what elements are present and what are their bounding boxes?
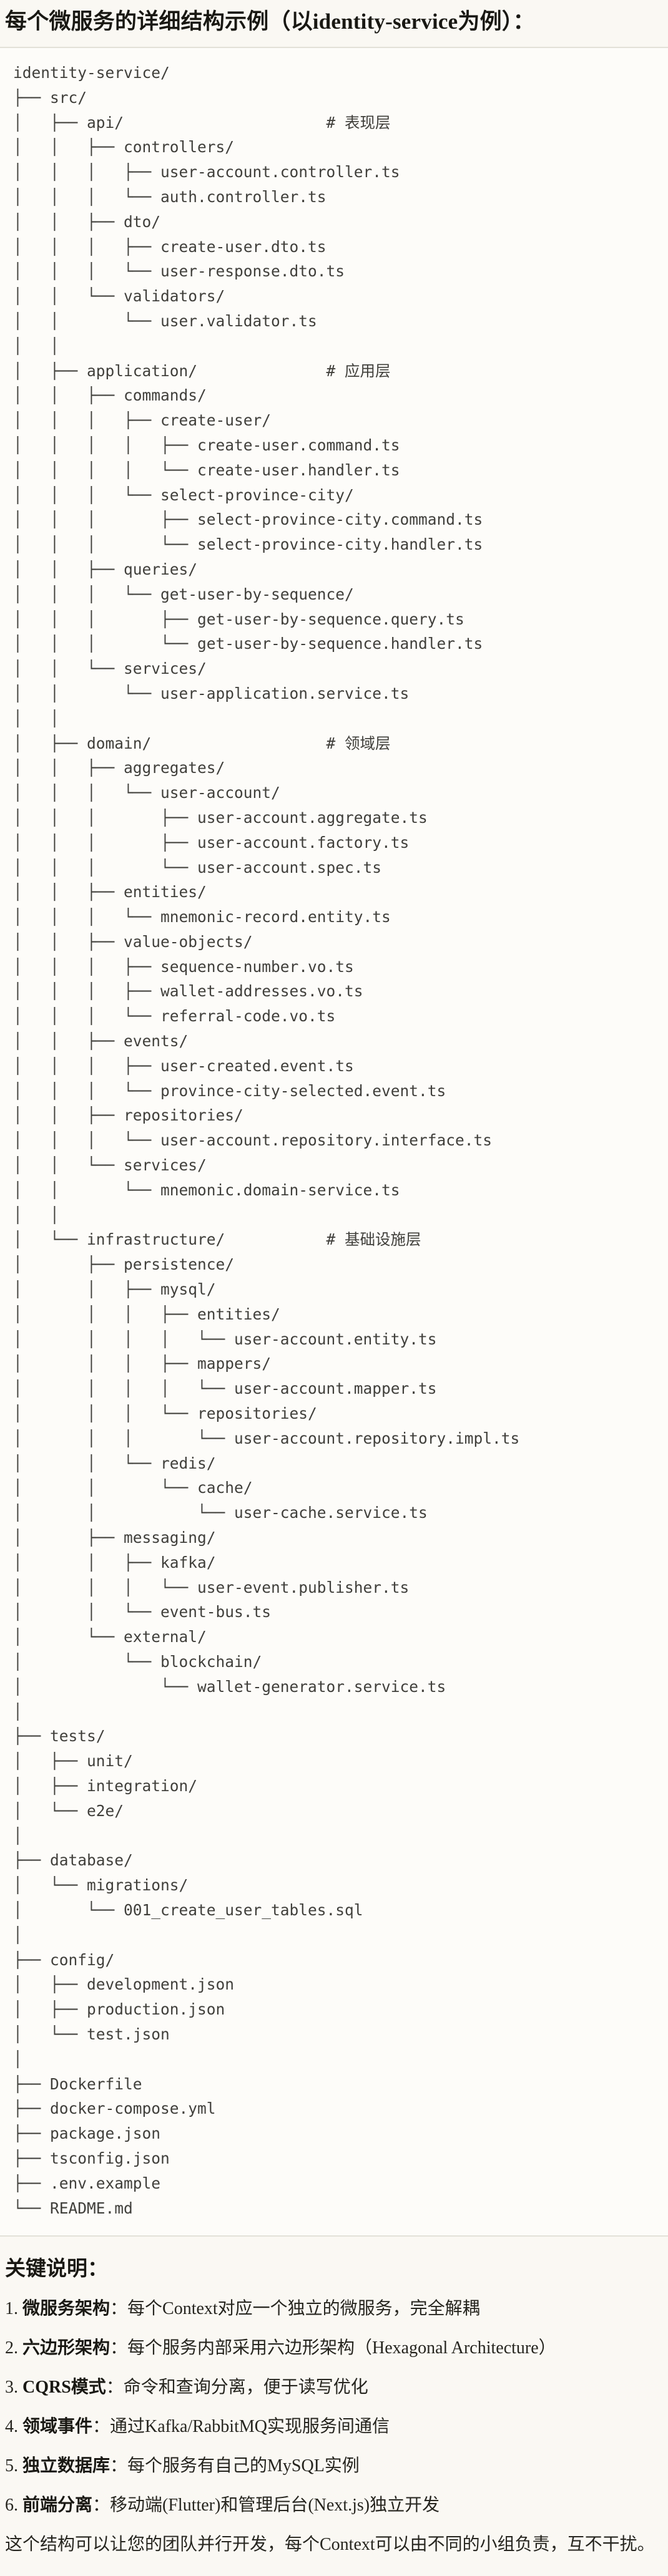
note-number: 2.: [5, 2338, 18, 2358]
note-number: 4.: [5, 2417, 18, 2437]
note-item: 4.领域事件：通过Kafka/RabbitMQ实现服务间通信: [5, 2414, 662, 2439]
note-term: 独立数据库: [22, 2456, 111, 2476]
note-term: CQRS模式: [22, 2378, 106, 2398]
notes-section: 关键说明： 1.微服务架构：每个Context对应一个独立的微服务，完全解耦 2…: [0, 2255, 668, 2557]
note-term: 前端分离: [22, 2496, 93, 2515]
document-page: 每个微服务的详细结构示例（以identity-service为例）： ident…: [0, 7, 668, 2557]
note-item: 6.前端分离：移动端(Flutter)和管理后台(Next.js)独立开发: [5, 2493, 662, 2518]
note-item: 5.独立数据库：每个服务有自己的MySQL实例: [5, 2454, 662, 2479]
note-item: 1.微服务架构：每个Context对应一个独立的微服务，完全解耦: [5, 2297, 662, 2321]
note-term: 六边形架构: [22, 2338, 111, 2358]
note-number: 3.: [5, 2378, 18, 2398]
code-block: identity-service/ ├── src/ │ ├── api/ # …: [0, 47, 668, 2237]
note-desc: ：通过Kafka/RabbitMQ实现服务间通信: [92, 2417, 390, 2437]
note-item: 3.CQRS模式：命令和查询分离，便于读写优化: [5, 2375, 662, 2400]
note-term: 领域事件: [22, 2417, 93, 2437]
page-title: 每个微服务的详细结构示例（以identity-service为例）：: [5, 9, 535, 34]
closing-paragraph: 这个结构可以让您的团队并行开发，每个Context可以由不同的小组负责，互不干扰…: [5, 2535, 655, 2555]
note-number: 1.: [5, 2299, 18, 2319]
note-desc: ：每个Context对应一个独立的微服务，完全解耦: [110, 2299, 480, 2319]
note-term: 微服务架构: [22, 2299, 111, 2319]
note-desc: ：移动端(Flutter)和管理后台(Next.js)独立开发: [92, 2496, 440, 2515]
note-desc: ：每个服务内部采用六边形架构（Hexagonal Architecture）: [110, 2338, 556, 2358]
note-number: 5.: [5, 2456, 18, 2476]
note-item: 2.六边形架构：每个服务内部采用六边形架构（Hexagonal Architec…: [5, 2336, 662, 2361]
note-desc: ：每个服务有自己的MySQL实例: [110, 2456, 360, 2476]
file-tree: identity-service/ ├── src/ │ ├── api/ # …: [13, 64, 520, 2217]
notes-heading: 关键说明：: [5, 2258, 108, 2281]
note-desc: ：命令和查询分离，便于读写优化: [106, 2378, 368, 2398]
note-number: 6.: [5, 2496, 18, 2515]
